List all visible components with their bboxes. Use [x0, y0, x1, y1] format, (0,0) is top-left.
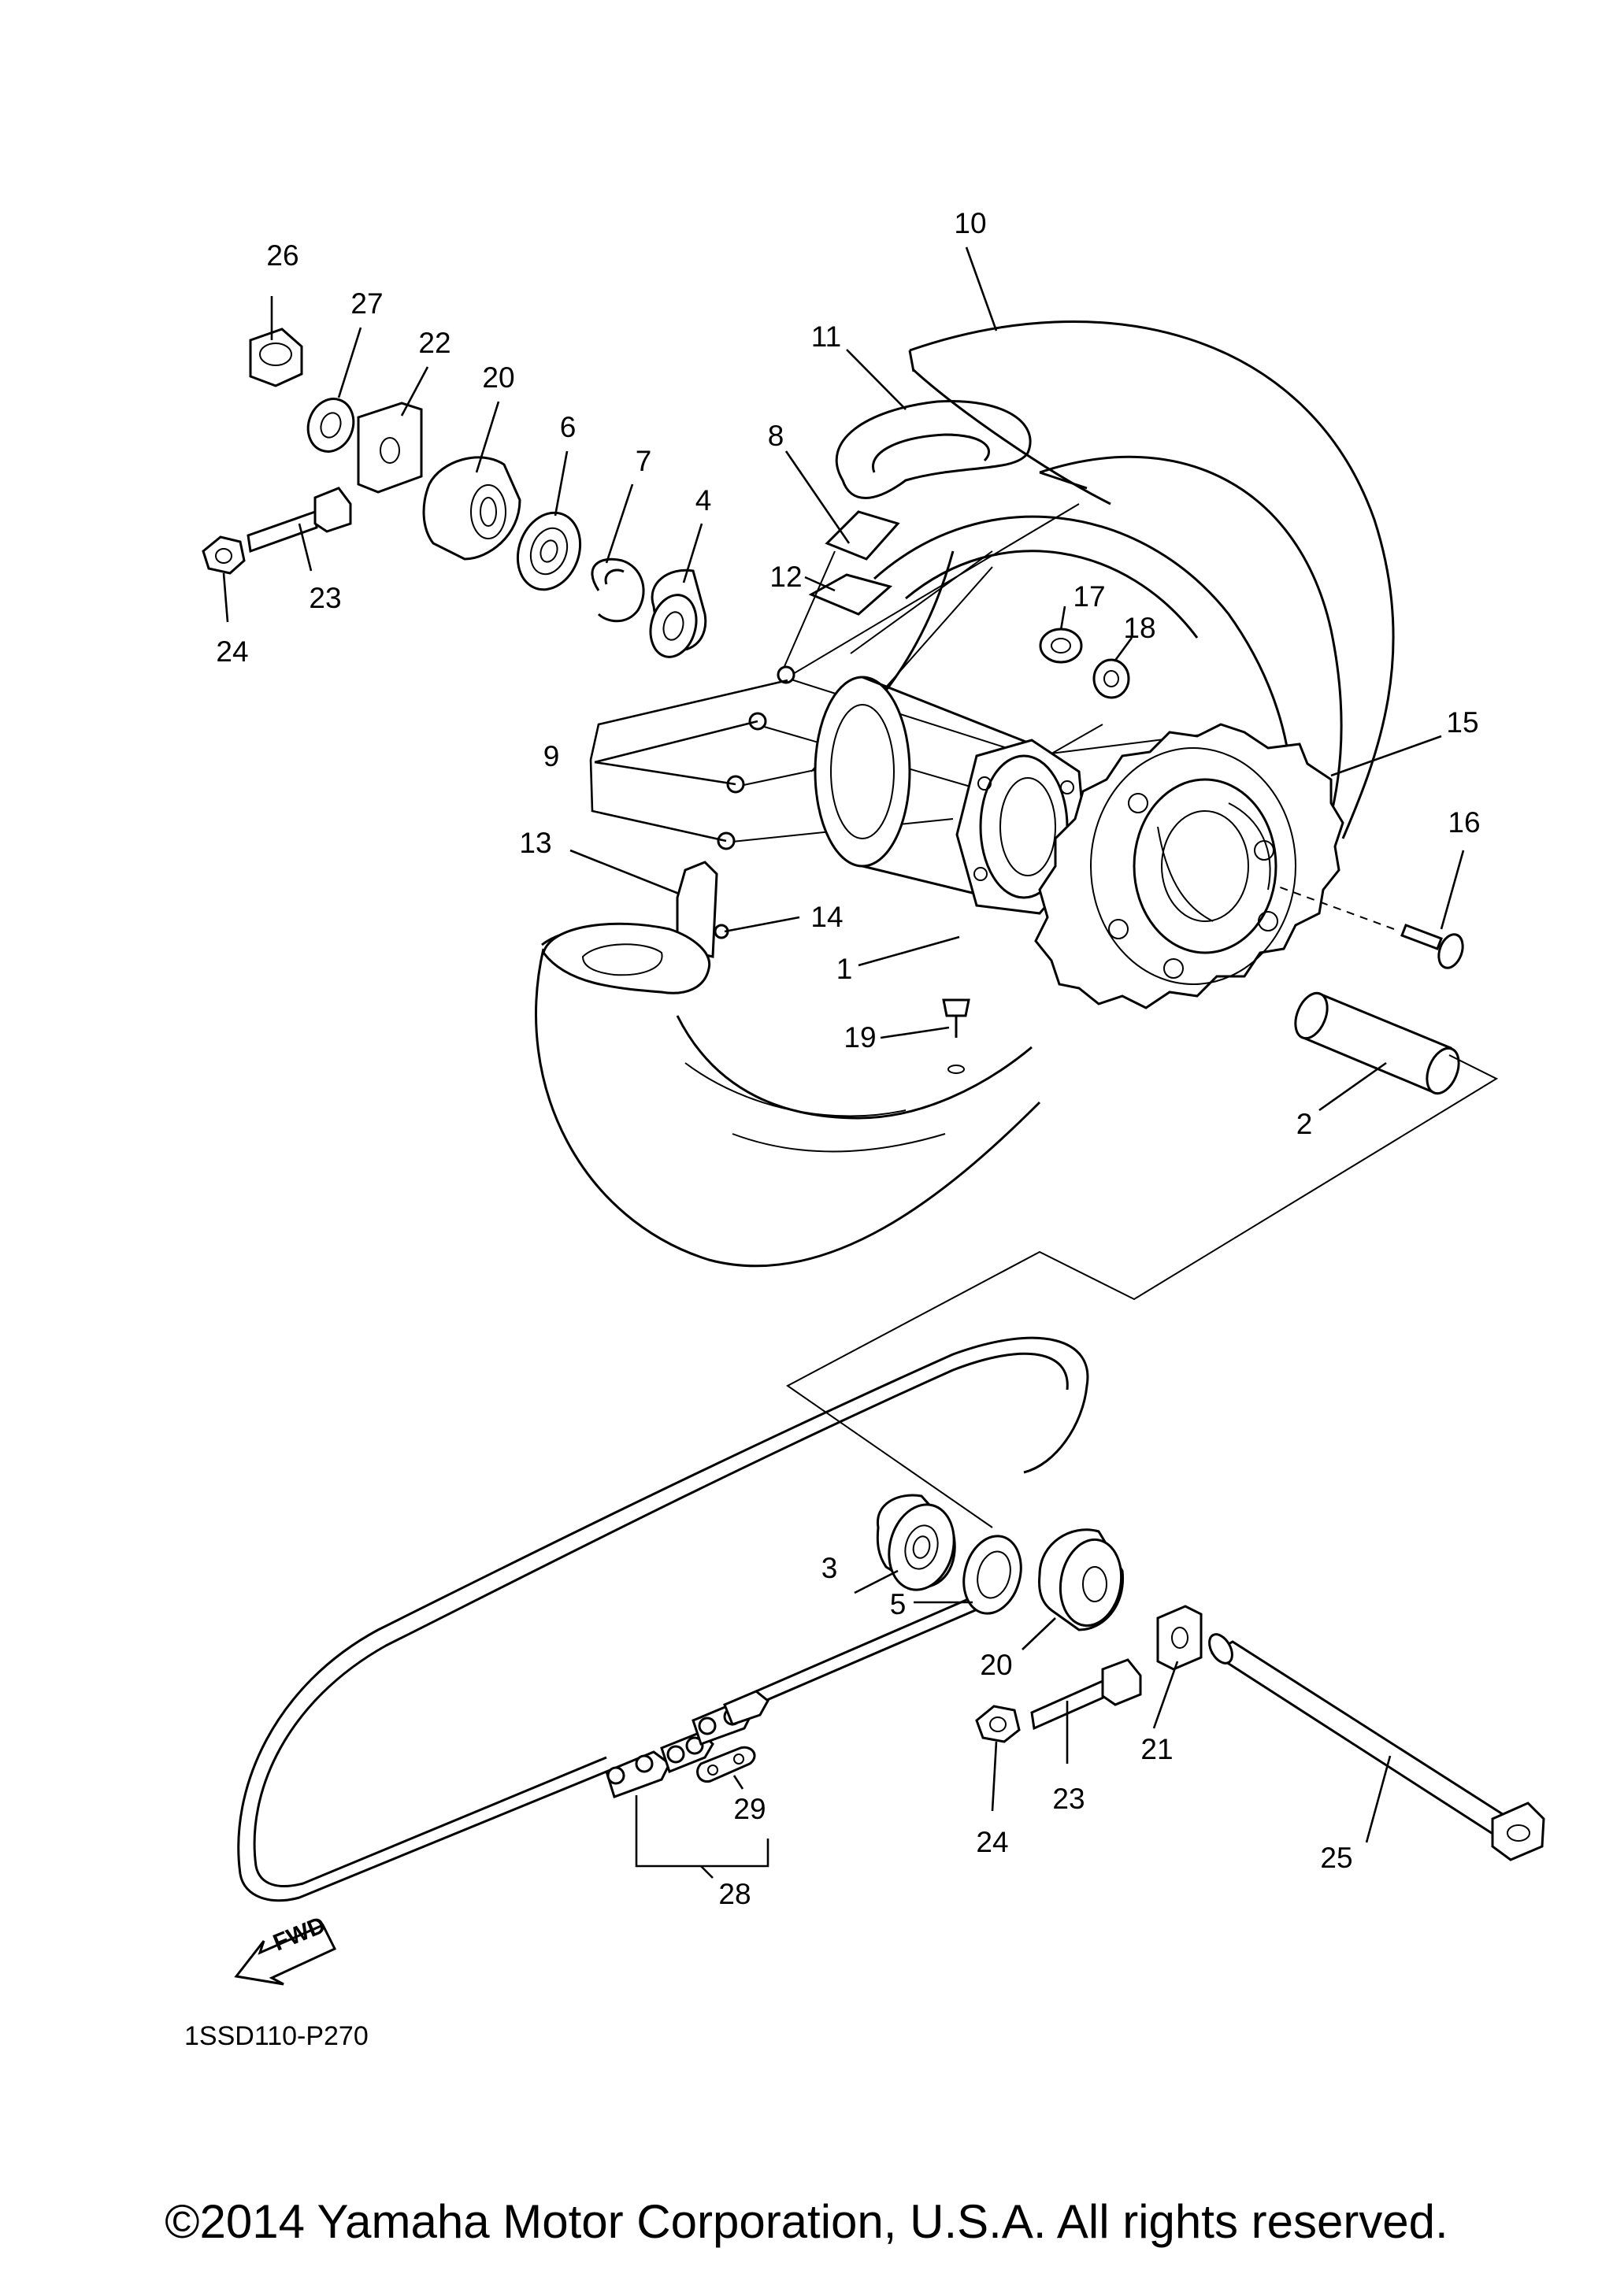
washer-18 — [1092, 658, 1130, 699]
callout-7: 7 — [636, 445, 652, 477]
circlip-7 — [591, 557, 645, 623]
callout-17: 17 — [1073, 580, 1105, 613]
copyright-notice: ©2014 Yamaha Motor Corporation, U.S.A. A… — [165, 2195, 1448, 2248]
callout-15: 15 — [1446, 706, 1478, 739]
callout-24-top: 24 — [216, 635, 248, 668]
callout-19: 19 — [844, 1021, 876, 1054]
spacer-20-top — [422, 456, 521, 561]
callout-29: 29 — [733, 1793, 766, 1825]
hub — [814, 676, 1088, 915]
callout-26: 26 — [266, 239, 298, 272]
callout-8: 8 — [768, 420, 784, 452]
chain-clip — [696, 1746, 756, 1783]
callout-16: 16 — [1448, 806, 1480, 839]
oil-seal-5 — [962, 1535, 1022, 1615]
callout-4: 4 — [695, 484, 712, 517]
diagram-code: 1SSD110-P270 — [184, 2021, 369, 2051]
callout-10: 10 — [954, 207, 986, 239]
nut-24-bottom — [975, 1705, 1021, 1743]
callout-14: 14 — [810, 901, 843, 933]
group-bracket — [786, 1054, 1499, 1528]
callout-22: 22 — [418, 327, 451, 359]
washer-27 — [306, 398, 355, 453]
adjuster-block-22 — [357, 402, 423, 494]
callout-11: 11 — [811, 320, 841, 353]
callout-1: 1 — [836, 953, 853, 985]
axle-25 — [1208, 1633, 1545, 1861]
valve — [942, 998, 970, 1074]
callout-9: 9 — [543, 740, 560, 772]
callout-23-top: 23 — [309, 582, 341, 614]
spacer-20-bottom — [1038, 1528, 1125, 1631]
fwd-arrow-icon: FWD — [234, 1912, 337, 1986]
callout-5: 5 — [890, 1588, 907, 1620]
bolt-23-bottom — [1030, 1658, 1142, 1731]
callout-12: 12 — [769, 561, 802, 593]
bearing-3 — [876, 1494, 956, 1591]
adjuster-block-21 — [1156, 1605, 1203, 1671]
nut-24-top — [202, 535, 246, 575]
callout-28: 28 — [718, 1878, 751, 1910]
callout-20-top: 20 — [482, 361, 514, 394]
bearing-4 — [649, 568, 707, 658]
callout-3: 3 — [821, 1552, 838, 1584]
rim-band — [808, 510, 900, 616]
leader-lines — [222, 246, 1465, 1879]
callout-2: 2 — [1296, 1108, 1313, 1140]
callout-23-bottom: 23 — [1052, 1783, 1085, 1815]
bearing-6 — [516, 511, 582, 591]
sprocket — [1034, 723, 1344, 1009]
callout-27: 27 — [350, 287, 383, 320]
callout-21: 21 — [1140, 1733, 1173, 1765]
collar — [1294, 991, 1460, 1095]
callout-25: 25 — [1320, 1842, 1352, 1874]
tire — [535, 320, 1395, 1268]
drive-chain — [237, 1336, 1089, 1902]
bolt-23-top — [247, 487, 352, 554]
callout-24-bottom: 24 — [976, 1826, 1008, 1858]
brake-disc-cover — [542, 861, 729, 994]
callout-18: 18 — [1123, 612, 1155, 644]
nut-26 — [249, 328, 303, 387]
inner-tube — [835, 400, 1032, 499]
callout-13: 13 — [519, 827, 551, 859]
callout-6: 6 — [560, 411, 577, 443]
bolt-16 — [1275, 885, 1464, 969]
callout-numbers: 10 11 8 12 17 18 15 16 9 13 14 1 19 2 26… — [216, 207, 1480, 1910]
callout-20-bottom: 20 — [980, 1649, 1012, 1681]
nut-17 — [1039, 628, 1083, 664]
master-link — [605, 1690, 769, 1798]
